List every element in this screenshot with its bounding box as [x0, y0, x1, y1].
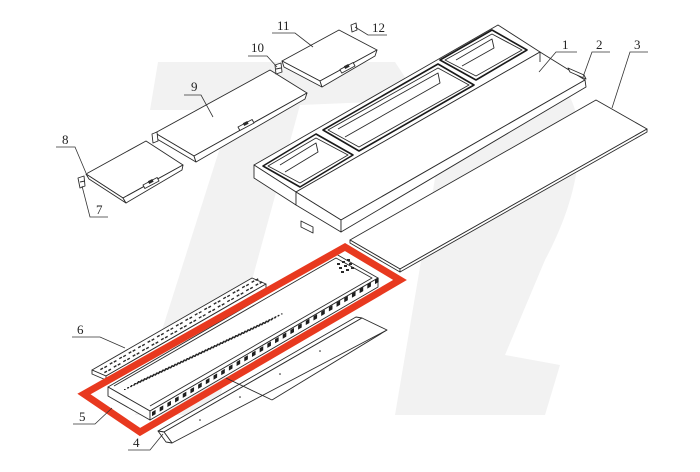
callout-11: 11 — [272, 18, 314, 48]
callout-12: 12 — [354, 20, 387, 36]
part-11-top-lid — [281, 29, 378, 88]
grille-slots — [99, 278, 263, 374]
callout-label-9: 9 — [191, 79, 198, 94]
part-1-main-body — [253, 24, 587, 233]
callout-label-2: 2 — [596, 37, 603, 52]
part-2-handle — [567, 67, 587, 80]
highlight-outline — [77, 242, 407, 437]
callout-label-11: 11 — [277, 18, 290, 33]
callout-2: 2 — [582, 37, 610, 78]
callout-label-5: 5 — [79, 409, 86, 424]
callout-10: 10 — [248, 40, 278, 68]
tray-perforations — [124, 259, 354, 390]
part-10-hinge — [274, 62, 283, 75]
callout-4: 4 — [128, 433, 164, 451]
part-5-inner-tray — [107, 253, 379, 421]
callout-5: 5 — [73, 407, 113, 425]
callout-7: 7 — [81, 185, 108, 218]
callout-label-7: 7 — [96, 202, 103, 217]
part-9-middle-lid — [151, 69, 308, 163]
part-7-clip — [77, 175, 86, 189]
callout-label-1: 1 — [562, 37, 569, 52]
front-handle — [300, 220, 314, 234]
part-8-end-lid — [85, 140, 184, 204]
callout-9: 9 — [184, 79, 214, 118]
callout-6: 6 — [72, 322, 126, 349]
callout-label-12: 12 — [372, 20, 385, 35]
part-4-bottom-channel — [157, 316, 388, 444]
part-12-clip — [350, 22, 358, 33]
tray-front-holes — [152, 277, 379, 417]
part-3-bottom-panel — [349, 99, 648, 273]
callout-1: 1 — [538, 37, 577, 73]
callout-3: 3 — [611, 37, 648, 109]
callout-label-10: 10 — [251, 40, 264, 55]
callouts: 1 2 3 4 5 6 7 8 — [56, 18, 648, 451]
callout-label-4: 4 — [133, 435, 140, 450]
callout-label-3: 3 — [634, 37, 641, 52]
callout-label-8: 8 — [62, 132, 69, 147]
callout-8: 8 — [56, 132, 87, 174]
callout-label-6: 6 — [77, 322, 84, 337]
